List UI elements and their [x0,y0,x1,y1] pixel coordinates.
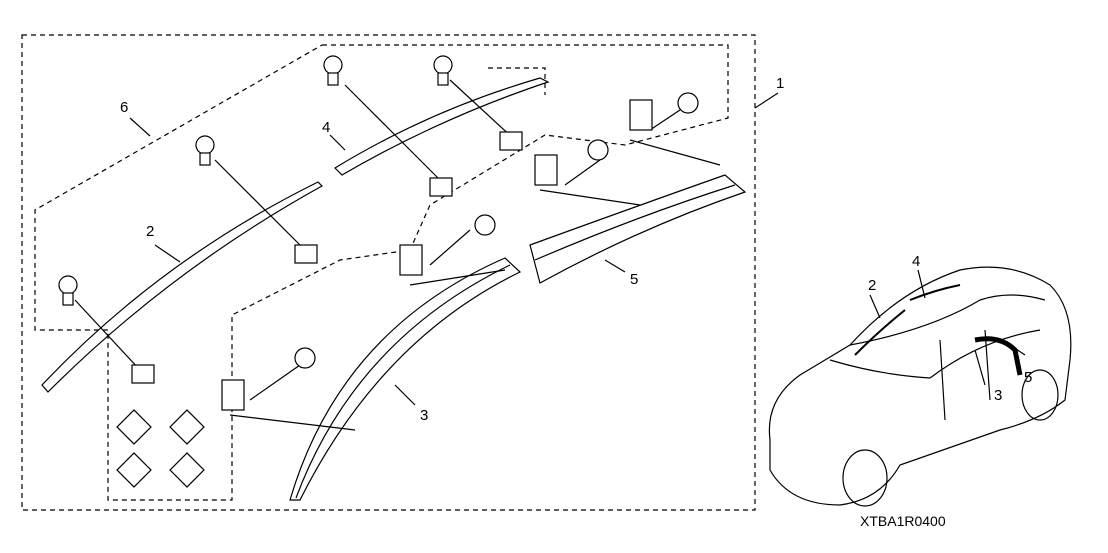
visor-3 [289,257,522,501]
car-illustration [768,266,1072,507]
car-callout-5: 5 [1024,369,1033,386]
molding-2 [41,181,323,393]
visor-5-edge [534,184,736,261]
push-clip [323,55,343,86]
kit-outline [21,34,756,511]
molding-4 [334,77,550,176]
clip-line [229,414,356,431]
push-clip [58,275,78,306]
clip-line [629,139,721,166]
callout-6: 6 [120,99,129,116]
car-callout-4: 4 [912,253,921,270]
screw [294,92,699,369]
clip-line [539,189,641,206]
callout-5: 5 [630,271,639,288]
clip-line [344,84,441,181]
leader-5 [604,259,626,273]
clip-line [649,109,681,131]
clip-line [409,269,506,286]
visor-3-edge [295,264,511,499]
callout-3: 3 [420,407,429,424]
push-clip [195,135,215,166]
callout-1: 1 [776,75,785,92]
leader-2 [154,244,181,263]
car-callout-2: 2 [868,277,877,294]
visor-5 [529,174,747,284]
diagram-code: XTBA1R0400 [860,513,946,529]
leader-4 [329,134,346,151]
callout-2: 2 [146,223,155,240]
subkit-outline [34,44,729,501]
clip-line [429,229,471,266]
clip-line [449,79,516,141]
clip-line [564,159,601,186]
leader-3 [394,384,416,406]
push-clip [433,55,453,86]
clip-line [74,299,141,371]
leader-1 [754,92,779,109]
leader-6 [129,117,151,137]
callout-4: 4 [322,119,331,136]
car-callout-3: 3 [994,387,1003,404]
adhesive-pad [116,409,205,488]
subkit-outline-inner [488,67,546,95]
clip-line [214,159,306,251]
clip-line [249,364,301,401]
bracket [131,99,653,411]
